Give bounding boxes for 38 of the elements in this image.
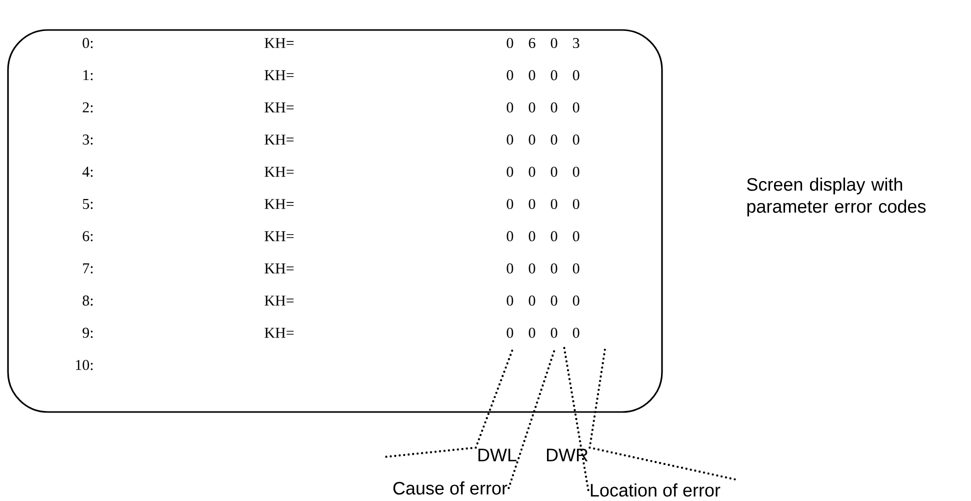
- code-part-label: DWR: [547, 448, 588, 462]
- register-label: KH=: [264, 134, 294, 145]
- row-number: 5:: [83, 199, 93, 210]
- register-label: KH=: [264, 102, 294, 112]
- error-code: 0 0 0 0: [506, 296, 580, 306]
- register-label: KH=: [264, 264, 294, 274]
- row-number: 8:: [82, 296, 93, 306]
- register-label: KH=: [264, 199, 294, 209]
- error-code: 0 0 0 0: [506, 328, 580, 338]
- register-label: KH=: [264, 296, 294, 306]
- error-code: 0 0 0 0: [506, 198, 580, 210]
- row-number: 6:: [82, 231, 93, 242]
- row-number: 0:: [82, 38, 93, 48]
- callout-label: Location of error: [590, 483, 720, 497]
- register-label: KH=: [264, 328, 294, 338]
- error-code: 0 0 0 0: [506, 134, 580, 145]
- leader-line: [382, 346, 514, 458]
- row-number: 3:: [82, 134, 93, 145]
- error-code: 0 0 0 0: [506, 231, 580, 242]
- row-number: 1:: [83, 70, 93, 80]
- error-code: 0 6 0 3: [506, 38, 580, 48]
- row-number: 7:: [83, 263, 93, 274]
- row-number: 9:: [82, 328, 93, 338]
- row-number: 10:: [76, 360, 93, 370]
- register-label: KH=: [264, 231, 294, 242]
- row-number: 2:: [82, 102, 93, 112]
- error-code: 0 0 0 0: [506, 102, 580, 112]
- error-code: 0 0 0 0: [506, 166, 580, 177]
- error-code: 0 0 0 0: [506, 263, 580, 274]
- code-part-label: DWL: [478, 448, 516, 462]
- caption-text: Screen display with parameter error codes: [747, 178, 926, 216]
- row-number: 4:: [82, 166, 93, 177]
- leader-line: [563, 346, 590, 492]
- register-label: KH=: [264, 166, 294, 177]
- register-label: KH=: [264, 70, 294, 80]
- callout-label: Cause of error: [393, 481, 508, 495]
- register-label: KH=: [264, 38, 294, 48]
- error-code: 0 0 0 0: [506, 70, 580, 80]
